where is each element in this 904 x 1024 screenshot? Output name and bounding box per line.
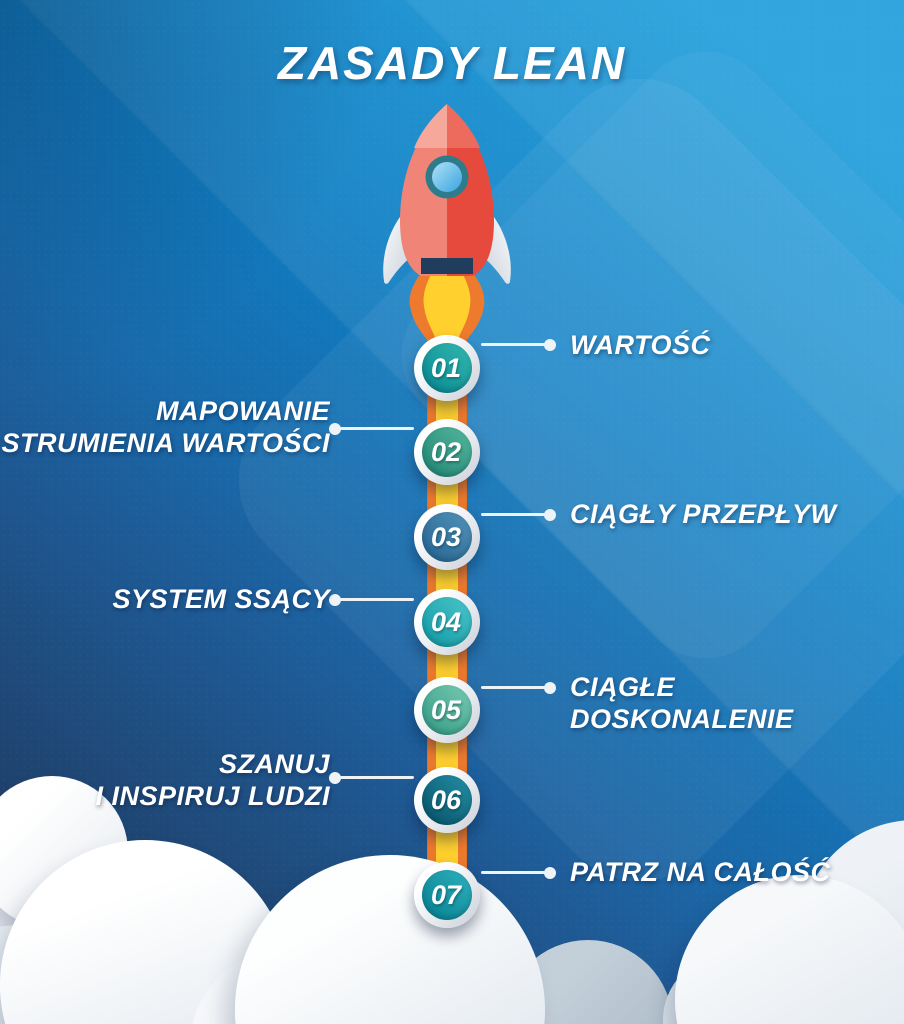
step-03-connector	[481, 508, 556, 521]
step-03-label: CIĄGŁY PRZEPŁYW	[570, 499, 837, 529]
step-02-connector	[329, 422, 414, 435]
step-05-connector	[481, 681, 556, 694]
step-07-circle: 07	[422, 870, 472, 920]
step-06-number: 06	[430, 784, 462, 815]
step-06-label: SZANUJ I INSPIRUJ LUDZI	[95, 749, 330, 811]
rocket-icon	[383, 104, 511, 340]
step-07-connector	[481, 866, 556, 879]
step-01-badge: 01	[414, 335, 480, 401]
step-02-badge: 02	[414, 419, 480, 485]
step-03-number: 03	[430, 521, 462, 552]
step-04-badge: 04	[414, 589, 480, 655]
step-07-label: PATRZ NA CAŁOŚĆ	[570, 857, 831, 887]
page-title: ZASADY LEAN	[277, 37, 627, 89]
step-02-number: 02	[430, 436, 462, 467]
step-04-label: SYSTEM SSĄCY	[112, 584, 330, 614]
step-04-number: 04	[430, 606, 462, 637]
step-06-badge: 06	[414, 767, 480, 833]
step-07-badge: 07	[414, 862, 480, 928]
step-04-connector	[329, 593, 414, 606]
step-03-badge: 03	[414, 504, 480, 570]
step-05-badge: 05	[414, 677, 480, 743]
step-05-circle: 05	[422, 685, 472, 735]
step-01-connector	[481, 338, 556, 351]
step-01-circle: 01	[422, 343, 472, 393]
connector-dot	[544, 866, 556, 879]
step-07-number: 07	[430, 879, 462, 910]
step-05-label: CIĄGŁE DOSKONALENIE	[570, 672, 794, 734]
step-02-label: MAPOWANIE STRUMIENIA WARTOŚCI	[1, 396, 330, 458]
step-02-circle: 02	[422, 427, 472, 477]
rocket-flame-inner	[423, 266, 471, 340]
step-05-number: 05	[430, 694, 462, 725]
connector-dot	[544, 681, 556, 694]
rocket-nose-cone	[414, 104, 480, 148]
step-01-label: WARTOŚĆ	[570, 330, 711, 360]
step-06-connector	[329, 771, 414, 784]
step-04-circle: 04	[422, 597, 472, 647]
connector-dot	[329, 422, 341, 435]
connector-dot	[544, 338, 556, 351]
connector-dot	[329, 593, 341, 606]
connector-dot	[544, 508, 556, 521]
rocket-nozzle	[421, 258, 473, 274]
step-03-circle: 03	[422, 512, 472, 562]
step-01-number: 01	[430, 352, 462, 383]
porthole-glass	[432, 162, 462, 192]
connector-dot	[329, 771, 341, 784]
step-06-circle: 06	[422, 775, 472, 825]
